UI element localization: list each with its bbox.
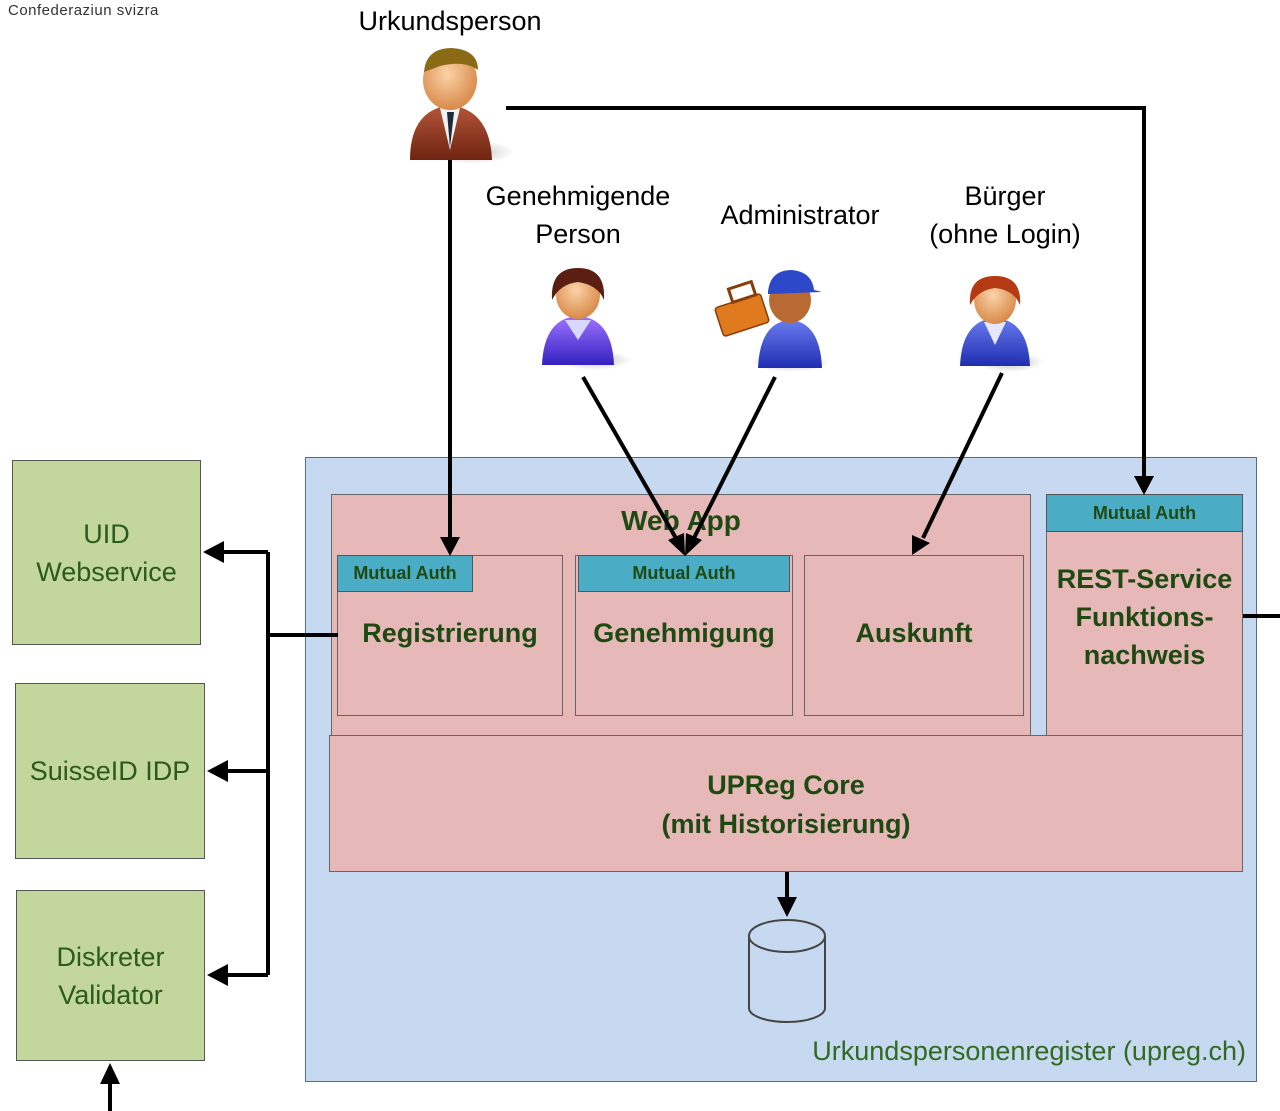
- arrowhead-registrierung: [440, 537, 460, 556]
- diskreter-validator-box: Diskreter Validator: [16, 890, 205, 1061]
- actor-genehmigende-label-2: Person: [535, 219, 621, 249]
- database-cylinder-icon: [748, 919, 826, 1023]
- arrow-administrator-genehmigung: [691, 376, 777, 541]
- validator-line1: Diskreter: [56, 941, 165, 972]
- mutual-auth-rest: Mutual Auth: [1046, 494, 1243, 532]
- genehmigung-label: Genehmigung: [593, 618, 775, 648]
- uid-line1: UID: [83, 518, 130, 549]
- auskunft-box: [804, 555, 1024, 716]
- urkundsperson-person-icon: [410, 48, 514, 164]
- arrowhead-uid: [203, 541, 224, 563]
- actor-buerger-label-1: Bürger: [964, 181, 1046, 211]
- auskunft-label: Auskunft: [855, 618, 973, 648]
- webapp-title: Web App: [621, 505, 741, 536]
- mutual-auth-genehmigung: Mutual Auth: [578, 555, 790, 592]
- arrowhead-validator: [207, 964, 228, 986]
- region-label: Urkundspersonenregister (upreg.ch): [812, 1036, 1246, 1066]
- uid-line2: Webservice: [36, 556, 177, 587]
- uid-webservice-box: UID Webservice: [12, 460, 201, 645]
- upreg-core-box: [329, 735, 1243, 872]
- suisseid-idp-box: SuisseID IDP: [15, 683, 205, 859]
- arrow-urkundsperson-rest: [506, 106, 1146, 478]
- actor-buerger-label-2: (ohne Login): [929, 219, 1081, 249]
- actor-genehmigende-label-1: Genehmigende: [485, 181, 671, 211]
- arrowhead-auskunft: [912, 535, 930, 555]
- rest-service-line1: REST-Service: [1056, 564, 1233, 594]
- arrowhead-genehmigung-right: [685, 533, 702, 556]
- arrow-buerger-auskunft: [921, 372, 1004, 539]
- org-header: Confederaziun svizra: [8, 2, 159, 19]
- actor-urkundsperson-label: Urkundsperson: [358, 6, 542, 36]
- genehmigende-person-icon: [542, 268, 631, 370]
- rest-service-line3: nachweis: [1083, 640, 1206, 670]
- arrowhead-validator-incoming: [100, 1063, 120, 1084]
- rest-service-line2: Funktions-: [1075, 602, 1214, 632]
- mutual-auth-registrierung: Mutual Auth: [337, 555, 473, 592]
- administrator-worker-icon: [714, 270, 830, 372]
- validator-line2: Validator: [58, 979, 163, 1010]
- arrowhead-suisseid: [207, 760, 228, 782]
- rest-service-box: [1046, 494, 1243, 736]
- arrowhead-genehmigung-left: [668, 533, 685, 556]
- suisseid-label: SuisseID IDP: [29, 756, 191, 786]
- arrowhead-rest: [1134, 476, 1154, 495]
- upreg-core-line2: (mit Historisierung): [661, 809, 911, 839]
- arrow-genehmigende-genehmigung: [581, 376, 679, 541]
- actor-administrator-label: Administrator: [720, 200, 880, 230]
- arrowhead-database: [777, 897, 797, 917]
- buerger-person-icon: [960, 276, 1044, 372]
- upreg-core-line1: UPReg Core: [707, 770, 865, 800]
- registrierung-label: Registrierung: [362, 618, 538, 648]
